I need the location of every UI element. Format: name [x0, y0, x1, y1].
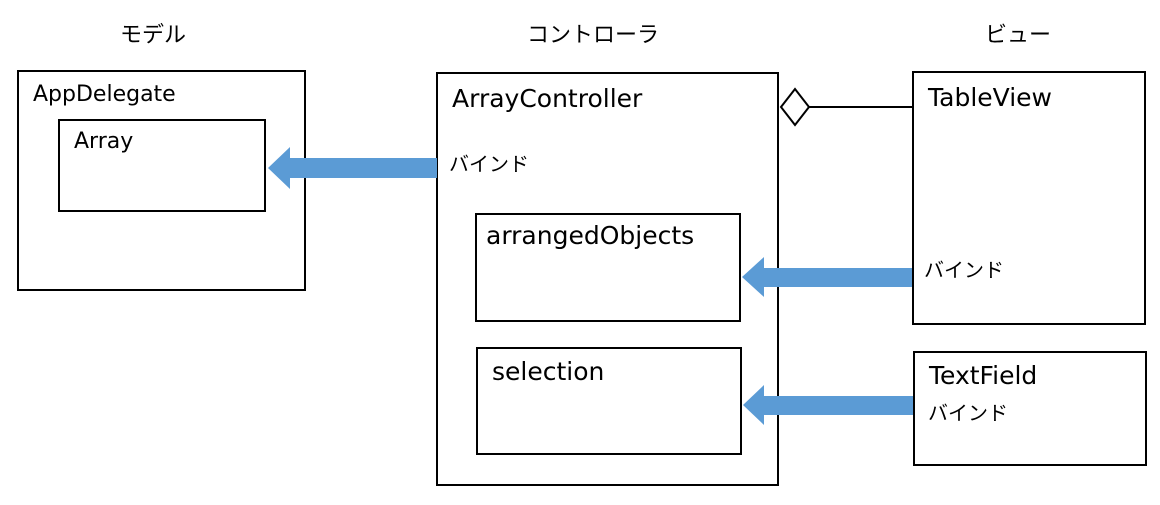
- array-box: Array: [58, 119, 266, 212]
- bind-label-tableview: バインド: [924, 258, 1004, 282]
- bind-arrow-tableview-arranged: [742, 257, 912, 297]
- model-heading: モデル: [120, 23, 187, 48]
- controller-heading: コントローラ: [527, 23, 660, 48]
- selection-box: selection: [476, 347, 742, 455]
- arranged-objects-label: arrangedObjects: [486, 221, 695, 250]
- bind-arrow-textfield-selection: [743, 385, 913, 425]
- arranged-objects-box: arrangedObjects: [475, 213, 741, 322]
- text-field-label: TextField: [929, 361, 1038, 390]
- table-view-label: TableView: [928, 83, 1052, 112]
- array-controller-label: ArrayController: [452, 84, 643, 113]
- text-field-box: TextField: [913, 351, 1147, 466]
- array-label: Array: [74, 129, 134, 154]
- aggregation-diamond: [779, 87, 811, 127]
- bind-arrow-controller-array: [268, 147, 437, 189]
- bind-label-textfield: バインド: [928, 401, 1008, 425]
- table-view-box: TableView: [912, 71, 1146, 325]
- selection-label: selection: [492, 357, 605, 386]
- bind-label-controller: バインド: [449, 152, 529, 176]
- app-delegate-label: AppDelegate: [33, 82, 176, 107]
- view-heading: ビュー: [985, 23, 1052, 48]
